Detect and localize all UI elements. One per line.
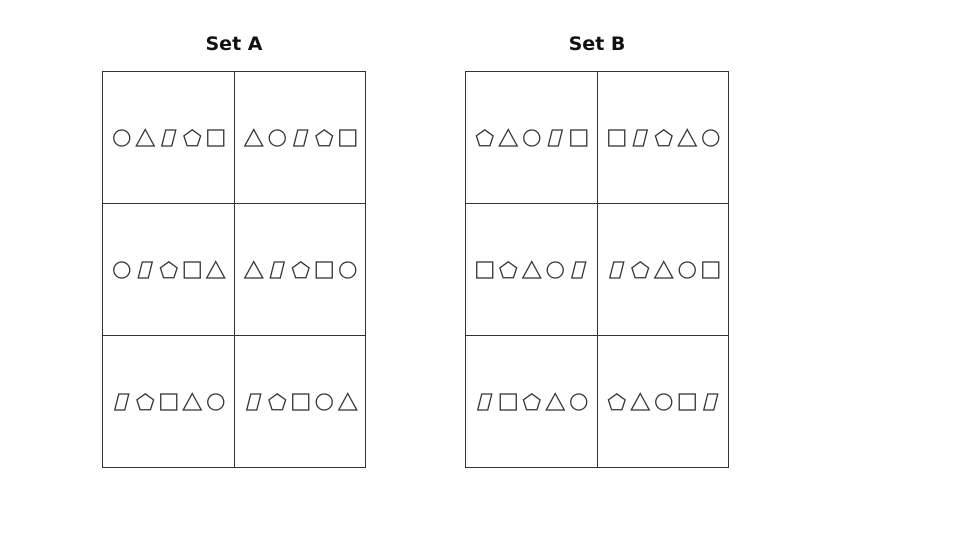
square-shape xyxy=(475,260,494,279)
square-shape xyxy=(569,128,588,147)
set-a-cell-5 xyxy=(102,335,234,468)
triangle-shape xyxy=(544,392,566,411)
set-a-cell-3 xyxy=(102,203,234,335)
set-b-cell-1 xyxy=(465,71,597,203)
pentagon-shape xyxy=(291,260,310,278)
shape-sequence xyxy=(476,392,588,411)
triangle-shape xyxy=(205,259,226,279)
pentagon-shape xyxy=(654,128,673,146)
circle-shape xyxy=(522,128,541,147)
triangle-shape xyxy=(243,259,264,279)
set-b-cell-3 xyxy=(465,203,597,335)
set-b-title: Set B xyxy=(568,33,626,55)
square-shape xyxy=(499,393,517,411)
shape-sequence xyxy=(607,392,719,411)
set-b-grid xyxy=(465,71,729,468)
triangle-shape xyxy=(337,392,358,411)
circle-shape xyxy=(206,393,225,411)
square-shape xyxy=(206,128,225,147)
circle-shape xyxy=(268,128,286,147)
parallelogram-shape xyxy=(570,260,587,279)
shape-sequence xyxy=(607,127,720,147)
circle-shape xyxy=(315,393,333,411)
square-shape xyxy=(159,393,178,411)
square-shape xyxy=(183,260,201,279)
circle-shape xyxy=(112,260,131,279)
shape-sequence xyxy=(112,259,226,279)
parallelogram-shape xyxy=(476,393,493,411)
triangle-shape xyxy=(243,127,264,147)
circle-shape xyxy=(678,260,696,279)
circle-shape xyxy=(112,128,131,147)
shape-sequence xyxy=(243,259,357,279)
shape-sequence xyxy=(112,127,225,147)
square-shape xyxy=(315,260,333,279)
triangle-shape xyxy=(653,259,674,279)
square-shape xyxy=(607,128,626,147)
square-shape xyxy=(291,393,310,411)
parallelogram-shape xyxy=(160,128,177,147)
set-a-grid xyxy=(102,71,366,468)
square-shape xyxy=(338,128,357,147)
pentagon-shape xyxy=(498,260,518,278)
parallelogram-shape xyxy=(547,128,563,147)
pentagon-shape xyxy=(159,260,178,278)
set-a-title: Set A xyxy=(205,33,263,55)
parallelogram-shape xyxy=(137,260,153,279)
shape-sequence xyxy=(608,259,720,279)
parallelogram-shape xyxy=(113,393,130,411)
circle-shape xyxy=(338,260,357,279)
pentagon-shape xyxy=(182,128,202,146)
pentagon-shape xyxy=(135,392,155,411)
triangle-shape xyxy=(676,127,698,147)
shape-sequence xyxy=(475,259,587,279)
set-b-cell-6 xyxy=(597,335,729,468)
parallelogram-shape xyxy=(632,128,648,147)
pentagon-shape xyxy=(607,392,626,411)
pentagon-shape xyxy=(522,392,541,411)
circle-shape xyxy=(654,393,673,411)
square-shape xyxy=(701,260,720,279)
set-b-cell-4 xyxy=(597,203,729,335)
set-b-cell-2 xyxy=(597,71,729,203)
circle-shape xyxy=(701,128,720,147)
parallelogram-shape xyxy=(608,260,625,279)
pentagon-shape xyxy=(475,128,494,146)
circle-shape xyxy=(546,260,564,279)
triangle-shape xyxy=(629,392,651,411)
shape-sequence xyxy=(243,127,357,147)
set-a-cell-1 xyxy=(102,71,234,203)
pentagon-shape xyxy=(630,260,650,278)
parallelogram-shape xyxy=(245,393,262,411)
triangle-shape xyxy=(181,392,203,411)
parallelogram-shape xyxy=(269,260,285,279)
pentagon-shape xyxy=(314,128,334,146)
shape-sequence xyxy=(245,392,358,411)
circle-shape xyxy=(569,393,588,411)
pentagon-shape xyxy=(267,392,287,411)
set-b-cell-5 xyxy=(465,335,597,468)
set-a-cell-6 xyxy=(234,335,366,468)
triangle-shape xyxy=(134,127,156,147)
parallelogram-shape xyxy=(292,128,309,147)
set-a-cell-4 xyxy=(234,203,366,335)
triangle-shape xyxy=(497,127,519,147)
triangle-shape xyxy=(521,259,542,279)
set-a-cell-2 xyxy=(234,71,366,203)
shape-sequence xyxy=(475,127,588,147)
parallelogram-shape xyxy=(702,393,719,411)
square-shape xyxy=(678,393,696,411)
shape-sequence xyxy=(113,392,225,411)
